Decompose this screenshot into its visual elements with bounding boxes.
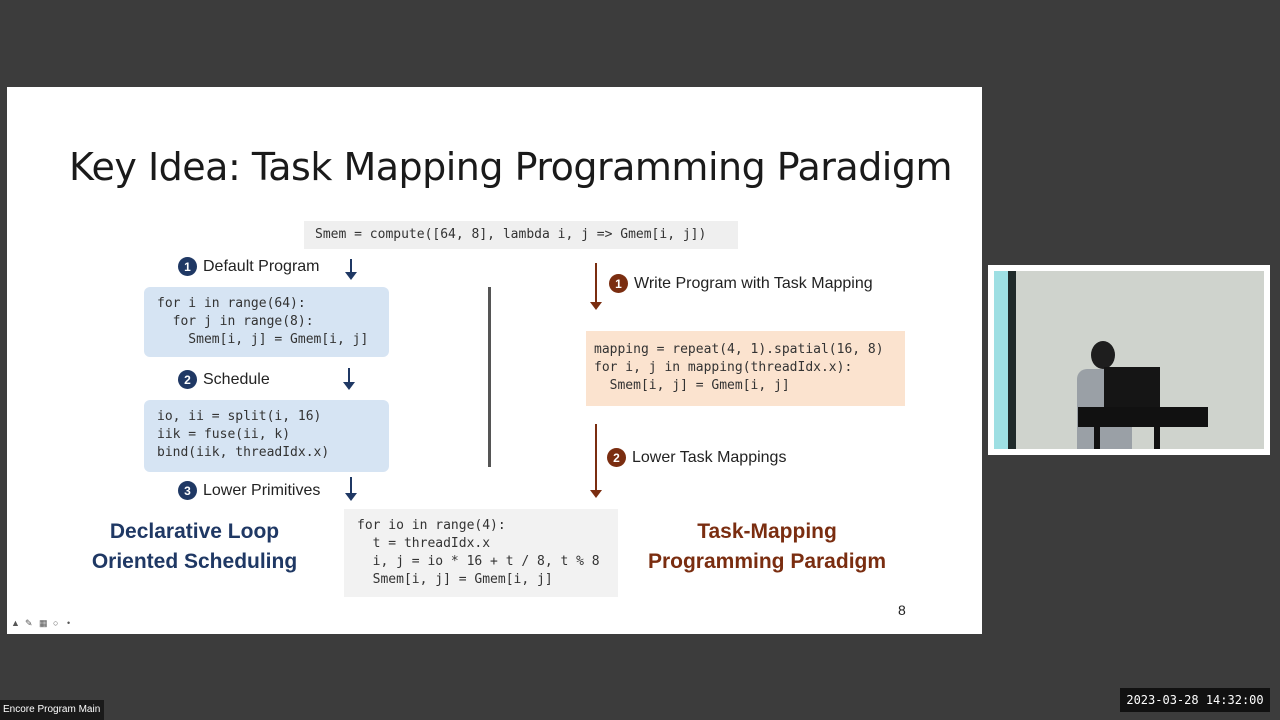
participant-name-label: Encore Program Main [0, 700, 104, 720]
presentation-slide: Key Idea: Task Mapping Programming Parad… [7, 87, 982, 634]
step-label: Lower Primitives [203, 482, 320, 500]
speaker-video[interactable] [988, 265, 1270, 455]
schedule-code: io, ii = split(i, 16) iik = fuse(ii, k) … [144, 400, 389, 472]
task-mapping-caption: Task-Mapping Programming Paradigm [637, 517, 897, 577]
top-code-block: Smem = compute([64, 8], lambda i, j => G… [304, 221, 738, 249]
pen-icon[interactable]: ✎ [25, 619, 35, 627]
step-schedule: 2 Schedule [178, 370, 270, 389]
wall-edge [994, 271, 1008, 449]
podium-leg [1154, 427, 1160, 449]
step-label: Default Program [203, 258, 320, 276]
caption-line: Task-Mapping [637, 517, 897, 547]
down-arrow-icon [350, 259, 352, 273]
step-default-program: 1 Default Program [178, 257, 320, 276]
step-badge: 1 [178, 257, 197, 276]
podium-leg [1094, 427, 1100, 449]
step-badge: 2 [178, 370, 197, 389]
zoom-icon[interactable]: ○ [53, 619, 63, 627]
podium [1078, 407, 1208, 427]
step-badge: 1 [609, 274, 628, 293]
step-label: Lower Task Mappings [632, 449, 786, 467]
lowered-code: for io in range(4): t = threadIdx.x i, j… [344, 509, 618, 597]
default-program-code: for i in range(64): for j in range(8): S… [144, 287, 389, 357]
down-arrow-icon [350, 477, 352, 494]
down-arrow-icon [595, 263, 597, 303]
caption-line: Oriented Scheduling [87, 547, 302, 577]
speaker-video-feed [994, 271, 1264, 449]
slide-toolbar: ▲ ✎ ▦ ○ • [11, 619, 77, 627]
step-badge: 3 [178, 481, 197, 500]
caption-line: Programming Paradigm [637, 547, 897, 577]
caption-line: Declarative Loop [87, 517, 302, 547]
step-write-program: 1 Write Program with Task Mapping [609, 274, 873, 293]
step-lower-primitives: 3 Lower Primitives [178, 481, 320, 500]
recording-timestamp: 2023-03-28 14:32:00 [1120, 688, 1270, 712]
grid-icon[interactable]: ▦ [39, 619, 49, 627]
step-label: Schedule [203, 371, 270, 389]
more-icon[interactable]: • [67, 619, 77, 627]
column-divider [488, 287, 491, 467]
pointer-icon[interactable]: ▲ [11, 619, 21, 627]
step-lower-task-mappings: 2 Lower Task Mappings [607, 448, 786, 467]
page-number: 8 [898, 602, 906, 618]
task-mapping-code: mapping = repeat(4, 1).spatial(16, 8) fo… [586, 331, 905, 406]
step-badge: 2 [607, 448, 626, 467]
speaker-head [1091, 341, 1115, 369]
slide-title: Key Idea: Task Mapping Programming Parad… [69, 145, 952, 189]
laptop [1104, 367, 1160, 407]
wall-shadow [1008, 271, 1016, 449]
down-arrow-icon [348, 368, 350, 383]
declarative-loop-caption: Declarative Loop Oriented Scheduling [87, 517, 302, 577]
down-arrow-icon [595, 424, 597, 491]
step-label: Write Program with Task Mapping [634, 275, 873, 293]
